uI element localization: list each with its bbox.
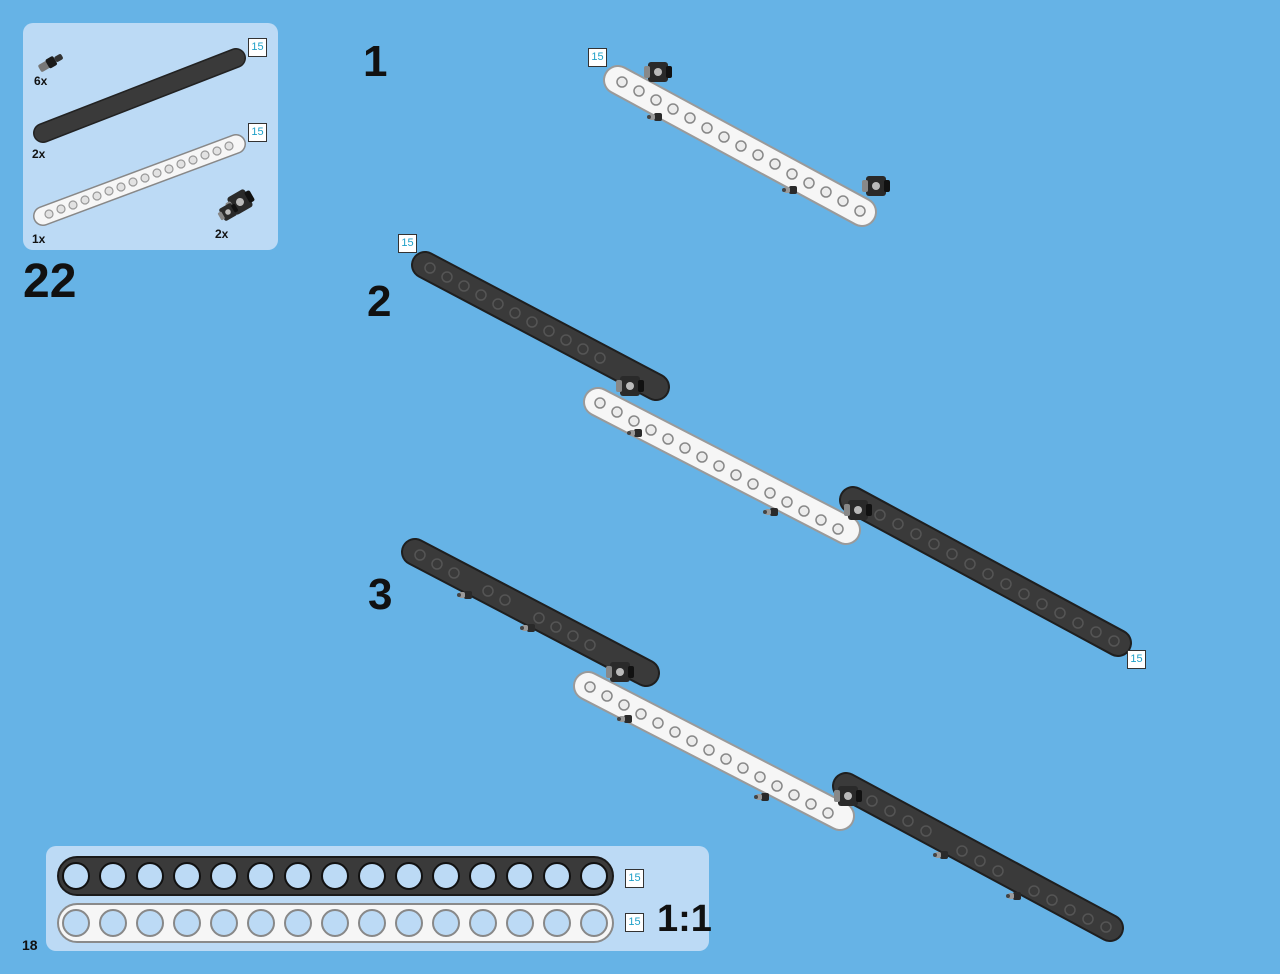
parts-double-pin-quantity: 2x [215,227,229,241]
parts-white-beam-icon [33,134,246,226]
step3-assembly [401,538,1124,942]
substep-1-length-tag: 15 [588,48,607,67]
parts-white-beam-quantity: 1x [32,232,46,246]
substep-2-length-tag-b: 15 [1127,650,1146,669]
parts-dark-beam-icon [33,48,246,143]
ruler-dark-length-tag: 15 [625,869,644,888]
main-step-number: 22 [23,255,77,308]
substep-3-number: 3 [368,570,393,619]
substep-2-length-tag-a: 15 [398,234,417,253]
parts-white-beam-length-tag: 15 [248,123,267,142]
ruler-white-length-tag: 15 [625,913,644,932]
page-number: 18 [22,937,38,953]
ruler-white-beam [57,903,614,943]
step2-assembly [411,251,1132,657]
parts-dark-beam-quantity: 2x [32,147,46,161]
substep-1-number: 1 [363,37,388,86]
parts-dark-beam-length-tag: 15 [248,38,267,57]
scale-label: 1:1 [657,898,712,940]
parts-double-pin-connector-icon [216,186,258,223]
substep-2-number: 2 [367,277,392,326]
ruler-dark-beam [57,856,614,896]
step1-assembly [603,62,890,227]
parts-connector-pin-icon [38,54,63,72]
parts-pin-quantity: 6x [34,74,48,88]
